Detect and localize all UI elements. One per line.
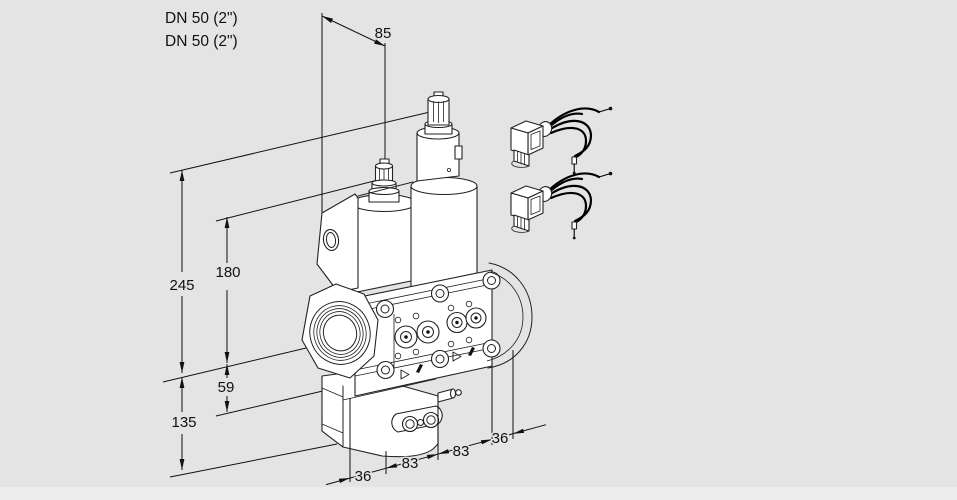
flow-arrow-1 [400,369,410,380]
bolt-bosses [375,271,501,380]
dim-83-left-label: 83 [402,455,419,472]
mounting-bracket [316,181,414,293]
dim-85-label: 85 [375,25,392,42]
screws [394,300,473,360]
dimension-graphics: 85 245 180 59 135 36 83 83 36 [168,15,547,487]
solenoid-right [410,91,478,288]
dim-245-label: 245 [169,277,194,294]
dim-59-label: 59 [218,379,235,396]
cable-connector-1 [510,106,613,175]
port-label-2: DN 50 (2") [165,33,238,50]
flow-arrow-2 [452,351,462,362]
test-nipple [437,388,462,403]
port-labels: DN 50 (2") DN 50 (2") [165,10,238,50]
dim-36-right-label: 36 [492,430,509,447]
port-bosses [394,307,487,349]
valve-body [354,269,501,397]
outlet-flange [486,262,533,369]
port-label-1: DN 50 (2") [165,10,238,27]
dim-180-label: 180 [215,264,240,281]
extension-lines [162,13,431,478]
solenoid-left [351,158,417,294]
seal-mark-1 [416,364,423,373]
cable-connector-2 [509,170,614,241]
dim-36-left-label: 36 [355,468,372,485]
valve-assembly [301,91,533,458]
seal-mark-2 [468,347,475,356]
footer-strip [0,487,957,500]
actuator-lower-box [321,371,462,458]
inlet-flange [301,283,379,379]
dim-83-right-label: 83 [453,443,470,460]
dim-135-label: 135 [171,414,196,431]
